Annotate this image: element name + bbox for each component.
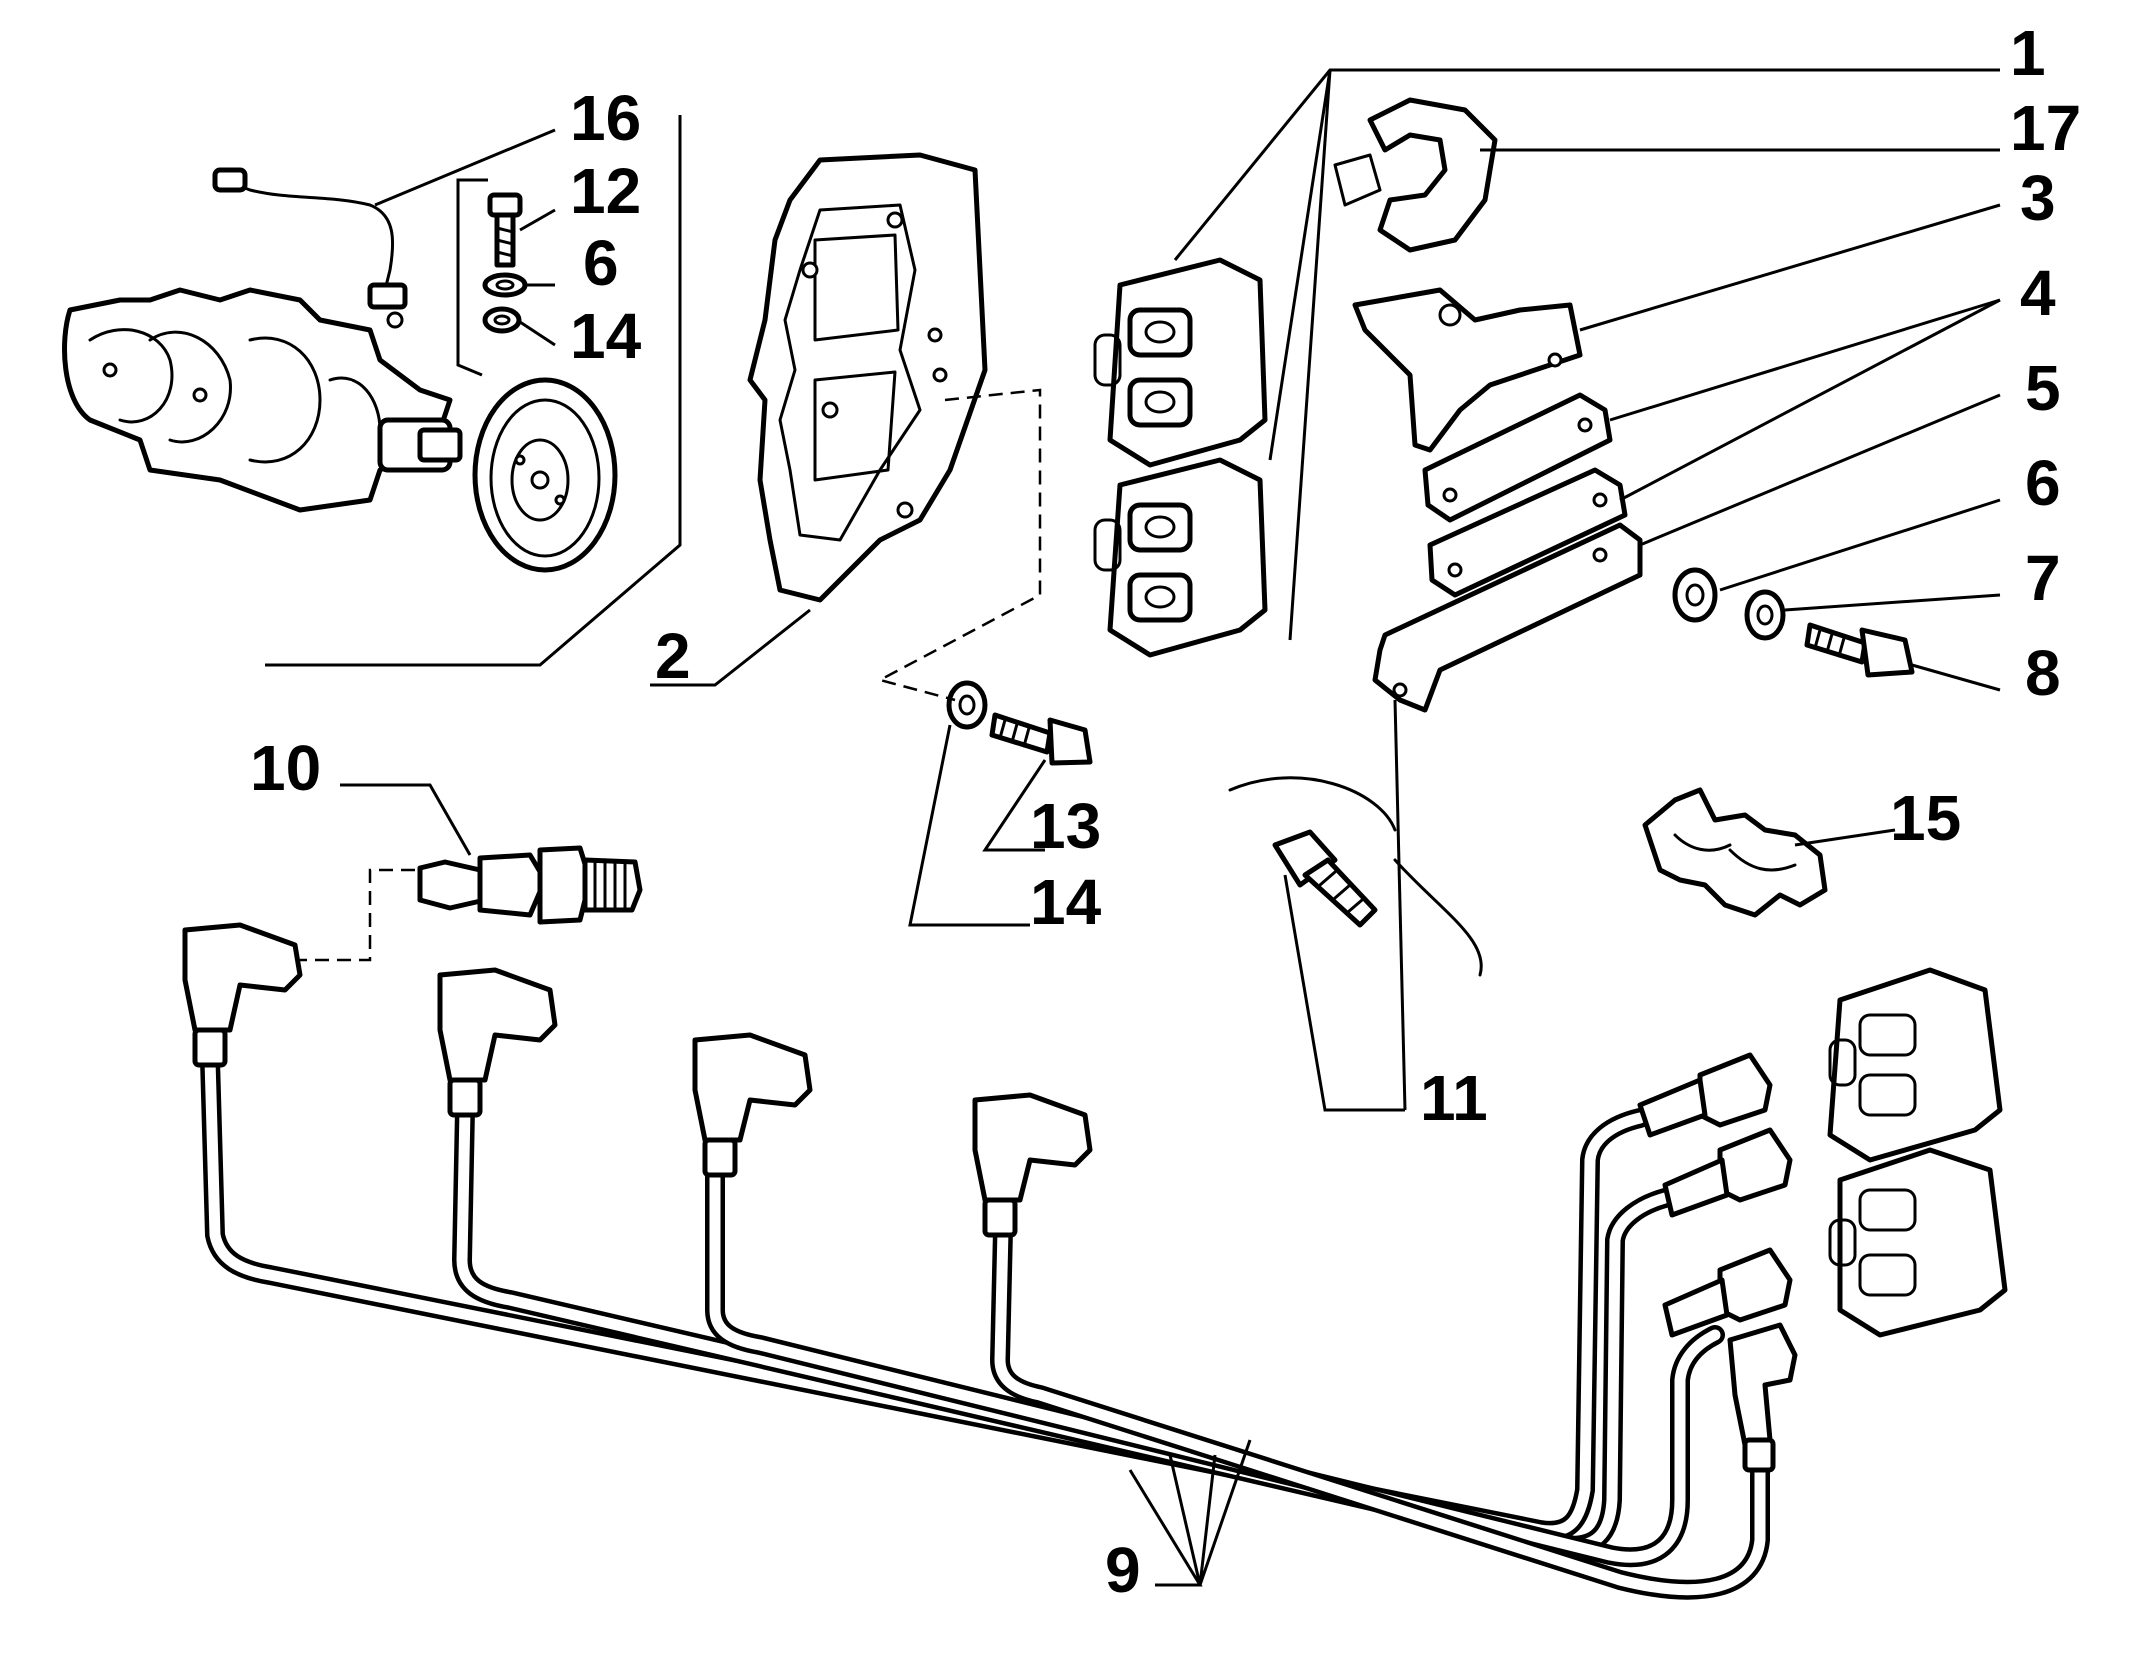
ignition-coil-pair-context [1827,967,2008,1338]
callout-2: 2 [655,620,691,692]
plate-part-4-upper [1422,392,1613,523]
callout-14-left: 14 [570,300,642,372]
callout-5: 5 [2025,352,2061,424]
washer-part-6-left [482,272,528,298]
callout-12: 12 [570,155,641,227]
ignition-coil-lower-part-1 [1093,457,1268,658]
callout-13: 13 [1030,790,1101,862]
callout-6-right: 6 [2025,447,2061,519]
callout-10: 10 [250,732,321,804]
callout-4: 4 [2020,257,2056,329]
lock-washer-part-14-center [946,680,988,730]
ignition-coil-upper-part-1 [1093,257,1268,468]
cable-clip-part-15 [1642,787,1828,918]
cable-clip-part-17 [1333,97,1498,253]
bracket-part-3 [1352,287,1583,453]
bolt-part-11 [1228,776,1483,977]
callout-11: 11 [1420,1062,1488,1134]
cable-boot-2 [437,967,558,1118]
cable-boot-5 [1637,1052,1773,1138]
lock-washer-part-7 [1744,589,1786,641]
lock-washer-part-14-left [482,306,522,334]
callout-14-center: 14 [1030,866,1102,938]
callout-6-left: 6 [583,227,619,299]
bolt-part-13 [989,712,1093,766]
callout-3: 3 [2020,162,2056,234]
callout-9: 9 [1105,1534,1141,1606]
callout-7: 7 [2025,542,2061,614]
crankshaft-illustration [62,287,463,513]
ignition-cable-set-part-9 [200,1050,1770,1600]
bracket-part-5 [1372,522,1643,713]
cable-boot-4 [972,1092,1093,1238]
cable-boot-6 [1662,1127,1793,1218]
bolt-part-12 [487,192,523,268]
callout-17: 17 [2010,92,2081,164]
cable-boot-3 [692,1032,813,1178]
crankshaft-pulley [472,377,618,573]
callout-8: 8 [2025,637,2061,709]
cable-boot-7 [1662,1247,1793,1338]
callout-15: 15 [1890,782,1961,854]
bolt-part-8 [1804,622,1915,678]
cable-boot-1 [182,922,303,1068]
plate-part-4-lower [1427,467,1628,598]
cable-boot-8 [1727,1322,1798,1473]
washer-part-6-right [1672,567,1718,623]
callout-16: 16 [570,82,641,154]
spark-plug-part-10 [417,845,643,925]
rpm-sensor-part-16 [212,167,408,329]
coil-gasket-part-2 [747,152,988,603]
callout-1: 1 [2010,17,2046,89]
